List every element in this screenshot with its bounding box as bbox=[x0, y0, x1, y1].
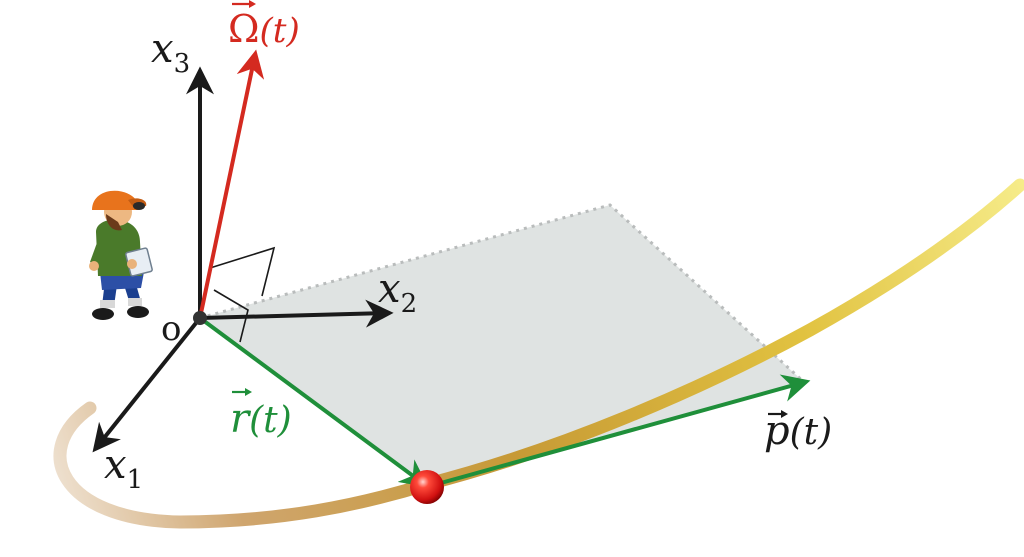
svg-text:p(t): p(t) bbox=[764, 408, 832, 454]
origin-point bbox=[193, 311, 207, 325]
svg-text:r(t): r(t) bbox=[230, 396, 292, 442]
p-vector-label: p(t) bbox=[764, 408, 832, 454]
x2-axis-label: x2 bbox=[378, 266, 417, 319]
trajectory-curve bbox=[53, 178, 1024, 529]
origin-label: o bbox=[161, 309, 181, 349]
omega-label: Ω(t) bbox=[228, 0, 300, 51]
x3-axis-label: x3 bbox=[151, 26, 190, 79]
x1-axis-label: x1 bbox=[104, 442, 143, 495]
x2-axis-arrow bbox=[199, 299, 394, 328]
svg-text:Ω(t): Ω(t) bbox=[228, 7, 300, 51]
omega-vector-arrow bbox=[198, 49, 265, 319]
x1-axis-arrow bbox=[92, 316, 202, 453]
child-observer-icon bbox=[89, 190, 153, 320]
plane-dotted-edge bbox=[199, 203, 807, 385]
p-vector-arrow bbox=[429, 374, 811, 488]
r-vector-label: r(t) bbox=[230, 388, 292, 442]
rp-plane bbox=[200, 205, 805, 484]
angle-mark bbox=[209, 246, 276, 343]
r-vector-arrow bbox=[198, 316, 429, 488]
particle-sphere bbox=[410, 470, 444, 504]
